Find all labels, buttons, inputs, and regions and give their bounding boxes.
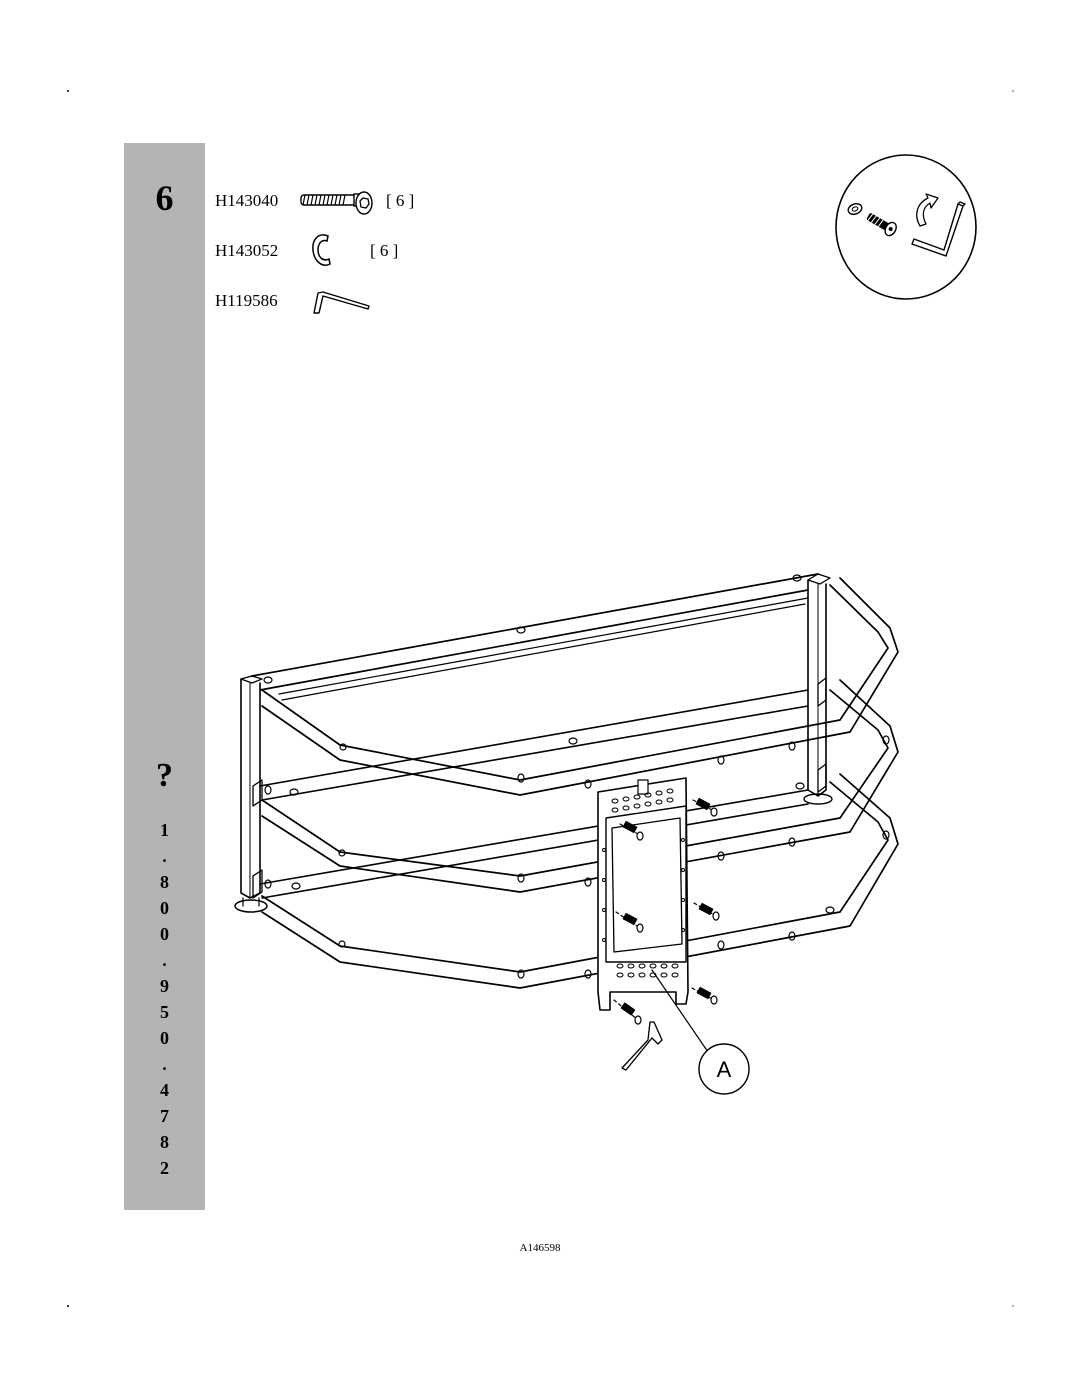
phone-char: .	[162, 1054, 167, 1074]
part-code: H143052	[215, 241, 279, 260]
assembly-allen-key	[621, 1021, 663, 1071]
phone-char: 4	[160, 1080, 169, 1100]
phone-char: 0	[160, 898, 169, 918]
rotate-arrow-icon	[916, 193, 939, 227]
help-question-mark: ?	[156, 757, 173, 794]
phone-char: .	[162, 846, 167, 866]
shelf-holes	[263, 574, 890, 979]
detail-inset	[835, 154, 977, 300]
help-phone-number: 1 . 8 0 0 . 9 5 0 . 4 7 8 2	[124, 817, 205, 1181]
part-quantity: [ 6 ]	[370, 241, 399, 260]
assembly-drawing: A	[234, 573, 899, 1095]
phone-char: 1	[160, 820, 169, 840]
middle-shelf-frame	[252, 677, 899, 893]
lock-washer-icon	[312, 234, 331, 266]
bottom-back-rail	[259, 789, 809, 899]
inset-bolt-icon	[866, 213, 897, 237]
phone-char: 8	[160, 872, 169, 892]
part-quantity: [ 6 ]	[386, 191, 415, 210]
inset-washer-icon	[847, 203, 863, 215]
top-back-rail	[251, 573, 819, 695]
corner-mark-top-left	[67, 90, 69, 92]
phone-char: 2	[160, 1158, 169, 1178]
bottom-shelf-frame	[252, 763, 899, 989]
corner-mark-bottom-left	[67, 1305, 69, 1307]
phone-char: 5	[160, 1002, 169, 1022]
phone-char: 9	[160, 976, 169, 996]
sidebar-band	[124, 143, 205, 1210]
step-number: 6	[155, 178, 174, 218]
middle-back-rail	[259, 689, 809, 801]
phone-char: 0	[160, 924, 169, 944]
callout-label: A	[717, 1057, 732, 1082]
part-code: H143040	[215, 191, 279, 210]
phone-char: .	[162, 950, 167, 970]
inset-allen-key-icon	[911, 201, 966, 257]
bracket-a	[597, 777, 689, 1011]
corner-mark-top-right	[1012, 90, 1014, 92]
right-post	[803, 573, 833, 805]
top-shelf-frame	[261, 577, 899, 796]
corner-mark-bottom-right	[1012, 1305, 1014, 1307]
callout-a	[651, 969, 750, 1095]
bolt-icon	[300, 191, 373, 215]
part-code: H119586	[215, 291, 278, 310]
phone-char: 8	[160, 1132, 169, 1152]
phone-char: 7	[160, 1106, 169, 1126]
left-post	[234, 675, 268, 913]
allen-key-icon	[313, 291, 370, 314]
bracket-bolts	[613, 797, 720, 1025]
document-code: A146598	[519, 1242, 561, 1254]
phone-char: 0	[160, 1028, 169, 1048]
